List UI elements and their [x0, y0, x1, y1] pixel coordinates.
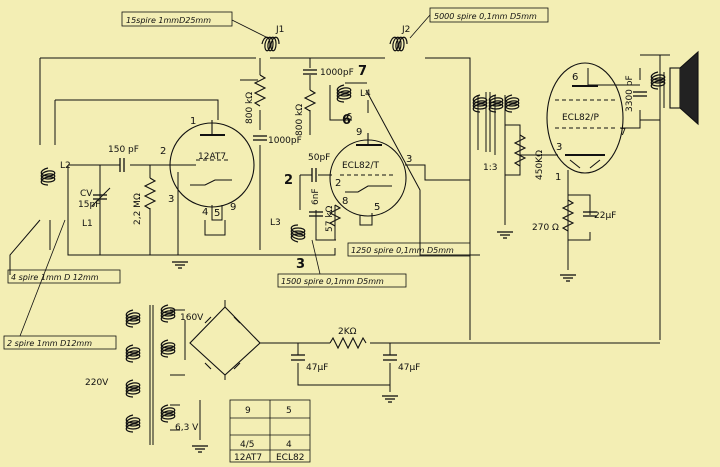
label-c6nf: 6nF [311, 188, 321, 205]
label-ratio: 1:3 [483, 163, 497, 173]
label-cv: CV [80, 189, 93, 199]
label-l1: L1 [82, 219, 93, 229]
label-c50: 50pF [308, 153, 330, 163]
node-3: 3 [296, 257, 305, 272]
callout-notes: 15spire 1mmD25mm 5000 spire 0,1mm D5mm 1… [3, 7, 549, 350]
l4-note: 1250 spire 0,1mm D5mm [351, 246, 454, 255]
node-2: 2 [284, 173, 293, 188]
label-tube2: ECL82/T [342, 161, 379, 171]
label-l2: L2 [60, 161, 71, 171]
pin-t3-7: 7 [620, 127, 626, 138]
label-c47a: 47μF [306, 363, 328, 373]
pin-t1-9: 9 [230, 202, 236, 213]
label-c22u: 22μF [594, 211, 616, 221]
node-6: 6 [342, 113, 351, 128]
pin-t2-5: 5 [374, 202, 380, 213]
tube-ecl82-t [329, 133, 407, 217]
label-l3: L3 [270, 218, 281, 228]
label-tube1: 12AT7 [198, 152, 226, 162]
label-l4: L4 [360, 89, 371, 99]
label-r450k: 450KΩ [535, 150, 545, 180]
speaker [669, 50, 699, 126]
label-r270: 270 Ω [532, 223, 559, 233]
pin-t2-9: 9 [356, 127, 362, 138]
coil-j2 [389, 36, 408, 52]
heater-table-text: 9 5 4/5 4 12AT7 ECL82 [234, 406, 304, 463]
heater-table [229, 399, 311, 463]
pin-t1-2: 2 [160, 146, 166, 157]
pin-numbers: 1 2 3 4 5 9 6 9 2 3 8 5 6 7 3 1 7 6 2 3 [160, 64, 626, 272]
label-r800a: 800 kΩ [245, 92, 255, 124]
pin-t2-3: 3 [406, 154, 412, 165]
j1-note: 15spire 1mmD25mm [126, 16, 211, 25]
label-r57k: 57 kΩ [325, 205, 335, 232]
label-cv-value: 15pF [78, 200, 100, 210]
table-r3c2: ECL82 [276, 453, 304, 463]
speaker-transformer [650, 71, 666, 108]
label-c47b: 47μF [398, 363, 420, 373]
table-r2c2: 4 [286, 440, 292, 450]
pin-t2-2: 2 [335, 178, 341, 189]
output-transformer [472, 92, 520, 152]
label-c1000b: 1000pF [320, 68, 354, 78]
pin-t1-5: 5 [214, 208, 220, 219]
label-tube3: ECL82/P [562, 113, 599, 123]
ground-symbols [171, 231, 577, 453]
pin-t1-4: 4 [202, 207, 208, 218]
l1-note: 2 spire 1mm D12mm [7, 339, 92, 348]
resistors [143, 74, 575, 350]
label-v160: 160V [180, 313, 204, 323]
l2-note: 4 spire 1mm D 12mm [11, 273, 99, 282]
table-r1c2: 5 [286, 406, 292, 416]
pin-t2-6: 6 [346, 112, 352, 123]
pin-t2-8: 8 [342, 196, 348, 207]
pin-t1-1: 1 [190, 116, 196, 127]
coil-l4 [336, 84, 352, 103]
mains-transformer [125, 304, 176, 445]
label-j2: J2 [401, 25, 410, 35]
label-r2k: 2KΩ [338, 327, 357, 337]
j2-note: 5000 spire 0,1mm D5mm [434, 12, 537, 21]
label-v63: 6,3 V [175, 423, 199, 433]
pin-t1-3: 3 [168, 194, 174, 205]
table-r2c1: 4/5 [240, 440, 254, 450]
component-labels: J1 J2 L2 L1 L3 L4 CV 15pF 150 pF 2,2 MΩ … [60, 25, 635, 433]
bridge-rectifier [189, 306, 261, 376]
label-c3300: 3300 pF [625, 75, 635, 112]
coil-l2 [40, 167, 56, 186]
pin-t3-6: 6 [572, 72, 578, 83]
coil-j1 [261, 36, 280, 52]
pin-t3-3: 3 [556, 142, 562, 153]
capacitors [91, 69, 647, 361]
label-r800b: 800 kΩ [295, 104, 305, 136]
tube-ecl82-p [546, 62, 624, 174]
label-v220: 220V [85, 378, 109, 388]
tube-12at7 [165, 120, 255, 208]
label-j1: J1 [275, 25, 284, 35]
table-r1c1: 9 [245, 406, 251, 416]
label-r22m: 2,2 MΩ [133, 193, 143, 225]
label-c150: 150 pF [108, 145, 139, 155]
node-7: 7 [358, 64, 367, 79]
coil-l3 [290, 224, 306, 243]
pin-t3-1: 1 [555, 172, 561, 183]
table-r3c1: 12AT7 [234, 453, 262, 463]
label-c1000a: 1000pF [268, 136, 302, 146]
l3-note: 1500 spire 0,1mm D5mm [281, 277, 384, 286]
